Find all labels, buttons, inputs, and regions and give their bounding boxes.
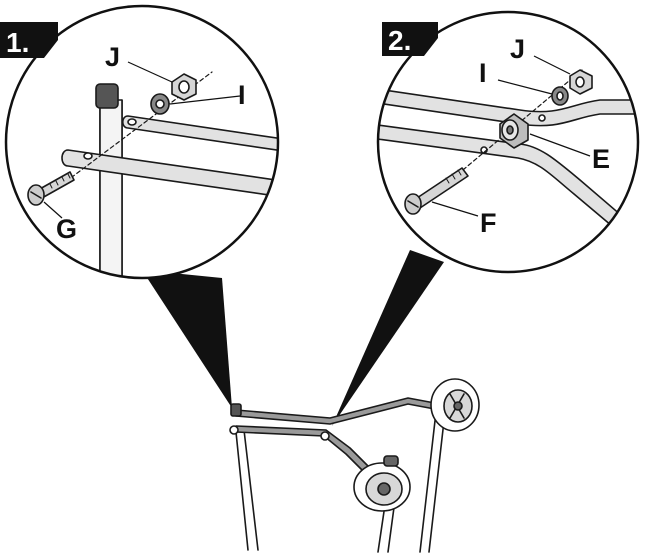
lower-tube (61, 149, 278, 199)
spacer-e (499, 113, 529, 149)
washer-i (150, 93, 170, 115)
leader-j-1 (127, 61, 173, 83)
part-label-j-1: J (105, 42, 120, 72)
step-tab-1 (0, 22, 58, 58)
handle-grip (230, 403, 242, 417)
part-label-i-1: I (238, 80, 246, 110)
leader-i-2 (497, 79, 553, 95)
part-label-e-2: E (592, 144, 610, 174)
detail-circle-2 (376, 10, 640, 274)
rear-wheel (430, 378, 480, 432)
lower-bending-tube (378, 123, 638, 259)
detail-circle-1 (4, 4, 280, 280)
upper-curved-tube (378, 87, 638, 127)
front-wheel (353, 455, 411, 512)
pivot-bolt-left (229, 425, 239, 435)
step-number-1: 1. (6, 27, 29, 58)
nut-j (171, 73, 197, 101)
zoom-callout-wedge-1 (142, 270, 232, 408)
right-handle-upright (419, 411, 446, 553)
upper-tube (121, 115, 278, 153)
leader-i-1 (169, 95, 241, 105)
leader-g-1 (43, 201, 63, 219)
lower-handle-bar (235, 425, 373, 477)
part-label-f-2: F (480, 208, 497, 238)
pivot-bolt-center (320, 431, 330, 441)
step-tab-2 (382, 22, 438, 56)
leader-e-2 (529, 133, 591, 157)
zoom-callout-wedge-2 (332, 250, 444, 426)
upper-handle-bar (235, 397, 441, 425)
nut-j-2 (569, 69, 593, 95)
left-handle-upright (235, 429, 259, 551)
upright-cap (95, 83, 119, 109)
step-number-2: 2. (388, 25, 411, 56)
handle-overview (229, 378, 480, 553)
part-label-g-1: G (56, 214, 77, 244)
washer-i-2 (551, 86, 569, 106)
part-label-j-2: J (510, 34, 525, 64)
leader-j-2 (533, 55, 571, 75)
leader-f-2 (431, 201, 479, 217)
part-label-i-2: I (479, 58, 487, 88)
bolt-f (404, 167, 469, 215)
bolt-g (27, 171, 75, 206)
